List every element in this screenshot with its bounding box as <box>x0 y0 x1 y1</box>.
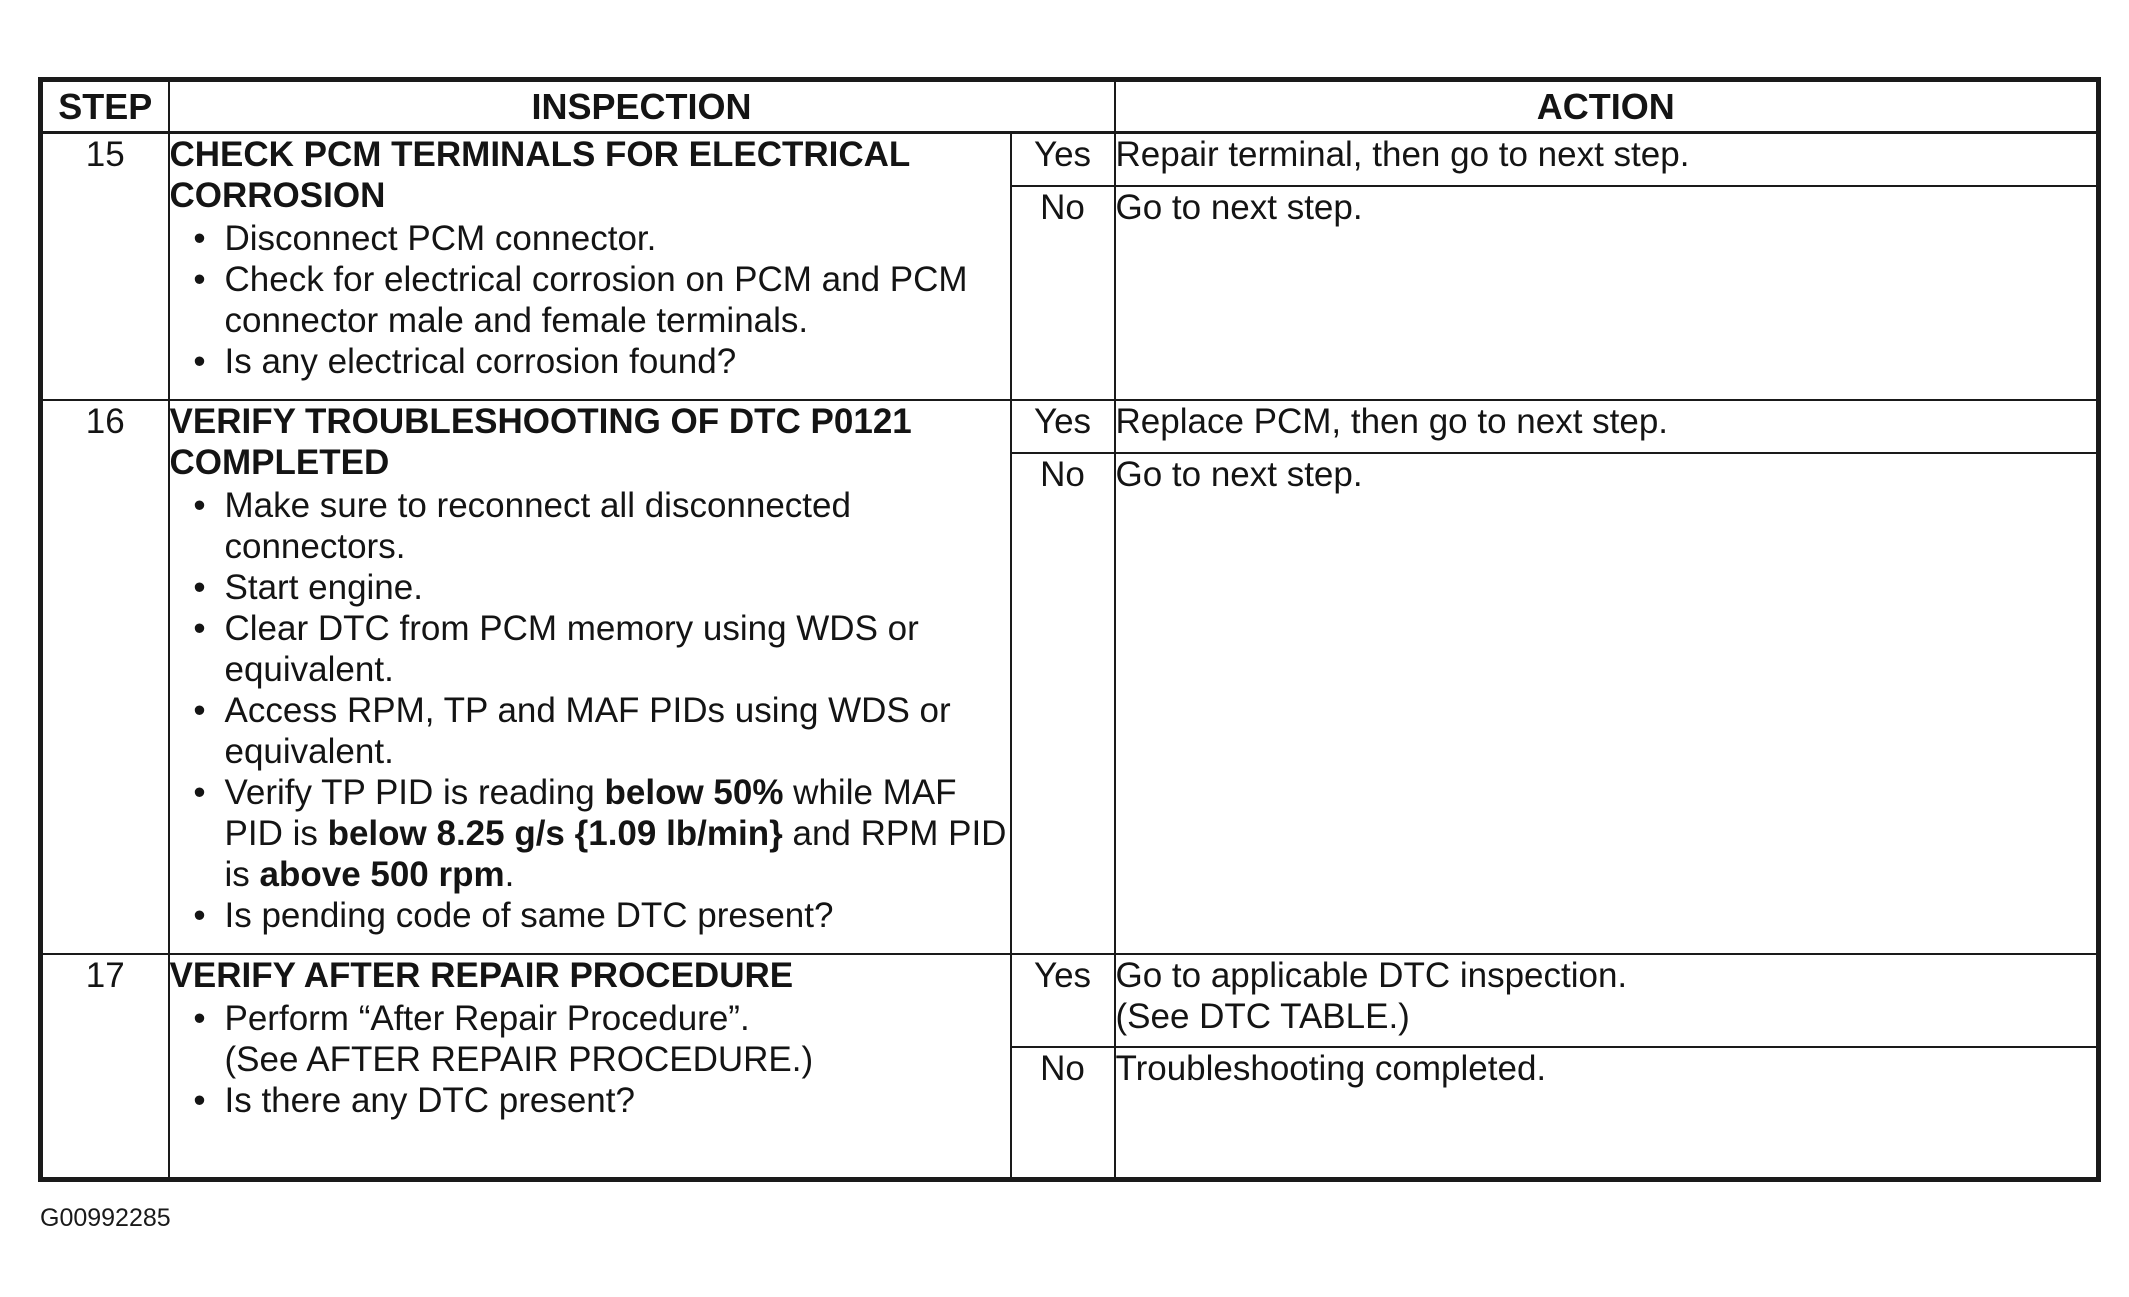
list-item: •Check for electrical corrosion on PCM a… <box>188 259 1010 341</box>
step-number: 16 <box>39 398 170 955</box>
yes-label: Yes <box>1009 952 1116 1048</box>
list-item: •Is any electrical corrosion found? <box>188 341 1010 382</box>
bullet-icon: • <box>193 342 206 381</box>
no-action: Go to next step. <box>1113 451 2100 955</box>
yes-action: Replace PCM, then go to next step. <box>1113 398 2100 454</box>
no-label: No <box>1009 451 1116 955</box>
list-item: •Is pending code of same DTC present? <box>188 895 1010 936</box>
troubleshooting-table: STEP INSPECTION ACTION 15 CHECK PCM TERM… <box>38 77 2101 1182</box>
bullet-list: •Make sure to reconnect all disconnected… <box>170 485 1010 936</box>
list-item: •Verify TP PID is reading below 50% whil… <box>188 772 1010 895</box>
yes-action: Go to applicable DTC inspection. (See DT… <box>1113 952 2100 1048</box>
list-item: •Clear DTC from PCM memory using WDS or … <box>188 608 1010 690</box>
table-row: 16 VERIFY TROUBLESHOOTING OF DTC P0121 C… <box>39 398 2100 955</box>
no-action: Troubleshooting completed. <box>1113 1045 2100 1181</box>
step-number: 17 <box>39 952 170 1181</box>
bullet-icon: • <box>193 772 206 812</box>
inspection-heading: VERIFY AFTER REPAIR PROCEDURE <box>169 955 794 995</box>
table-row: 15 CHECK PCM TERMINALS FOR ELECTRICAL CO… <box>39 131 2100 401</box>
no-label: No <box>1009 184 1116 401</box>
table-row: No Troubleshooting completed. <box>41 1045 2100 1181</box>
bullet-icon: • <box>193 219 206 258</box>
inspection-cell: VERIFY TROUBLESHOOTING OF DTC P0121 COMP… <box>167 398 1012 955</box>
inspection-cell: VERIFY AFTER REPAIR PROCEDURE •Perform “… <box>167 952 1012 1181</box>
header-action: ACTION <box>1113 78 2100 134</box>
bullet-list: •Perform “After Repair Procedure”.(See A… <box>170 998 1010 1121</box>
table-row: No Go to next step. <box>41 451 2100 955</box>
no-label: No <box>1009 1045 1116 1181</box>
step-number: 15 <box>39 131 170 401</box>
bullet-icon: • <box>193 998 206 1038</box>
header-inspection: INSPECTION <box>167 78 1116 134</box>
list-item: •Is there any DTC present? <box>188 1080 1010 1121</box>
bullet-icon: • <box>193 690 206 730</box>
bullet-icon: • <box>193 485 206 525</box>
yes-label: Yes <box>1009 398 1116 454</box>
list-item: •Perform “After Repair Procedure”.(See A… <box>188 998 1010 1080</box>
inspection-heading: CHECK PCM TERMINALS FOR ELECTRICAL CORRO… <box>169 135 910 215</box>
table-row: 17 VERIFY AFTER REPAIR PROCEDURE •Perfor… <box>39 952 2100 1181</box>
figure-id: G00992285 <box>40 1204 171 1232</box>
bullet-icon: • <box>193 567 206 607</box>
list-item: •Disconnect PCM connector. <box>188 218 1010 259</box>
yes-action: Repair terminal, then go to next step. <box>1113 131 2100 187</box>
bullet-icon: • <box>193 608 206 648</box>
bullet-icon: • <box>193 260 206 299</box>
yes-label: Yes <box>1009 131 1116 187</box>
list-item: •Start engine. <box>188 567 1010 608</box>
bullet-icon: • <box>193 895 206 935</box>
header-row: STEP INSPECTION ACTION <box>39 78 2100 134</box>
header-step: STEP <box>39 78 170 134</box>
bullet-icon: • <box>193 1080 206 1120</box>
list-item: •Access RPM, TP and MAF PIDs using WDS o… <box>188 690 1010 772</box>
no-action: Go to next step. <box>1113 184 2100 401</box>
table-row: No Go to next step. <box>41 184 2100 401</box>
inspection-cell: CHECK PCM TERMINALS FOR ELECTRICAL CORRO… <box>167 131 1012 401</box>
inspection-heading: VERIFY TROUBLESHOOTING OF DTC P0121 COMP… <box>169 401 912 482</box>
list-item: •Make sure to reconnect all disconnected… <box>188 485 1010 567</box>
bullet-list: •Disconnect PCM connector. •Check for el… <box>170 218 1010 382</box>
